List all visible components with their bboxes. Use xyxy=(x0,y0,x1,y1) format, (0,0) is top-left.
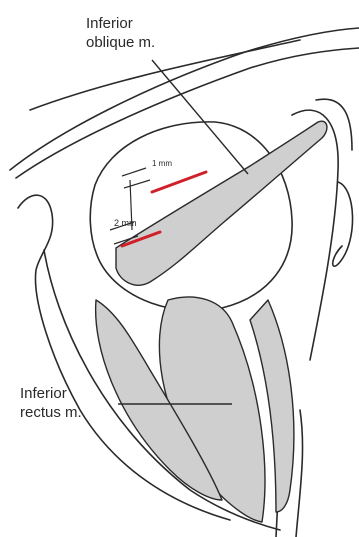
inferior-rectus-label: Inferior rectus m. xyxy=(20,384,82,422)
inferior-rectus-label-line2: rectus m. xyxy=(20,403,82,422)
nasal-contour-3 xyxy=(333,182,353,266)
measurement-lower: 2 mm xyxy=(114,218,137,228)
dimension-tick-2 xyxy=(124,180,150,188)
measurement-upper: 1 mm xyxy=(152,159,172,168)
inferior-oblique-label-line1: Inferior xyxy=(86,14,155,33)
leader-inferior-oblique xyxy=(152,60,248,174)
inferior-oblique-label-line2: oblique m. xyxy=(86,33,155,52)
inferior-oblique-label: Inferior oblique m. xyxy=(86,14,155,52)
dimension-tick-1 xyxy=(122,168,146,176)
inferior-oblique-muscle xyxy=(116,121,327,285)
inferior-rectus-label-line1: Inferior xyxy=(20,384,82,403)
nasal-contour-4 xyxy=(296,410,303,537)
upper-lid-contour-inner xyxy=(16,48,359,178)
incision-upper xyxy=(152,172,206,192)
